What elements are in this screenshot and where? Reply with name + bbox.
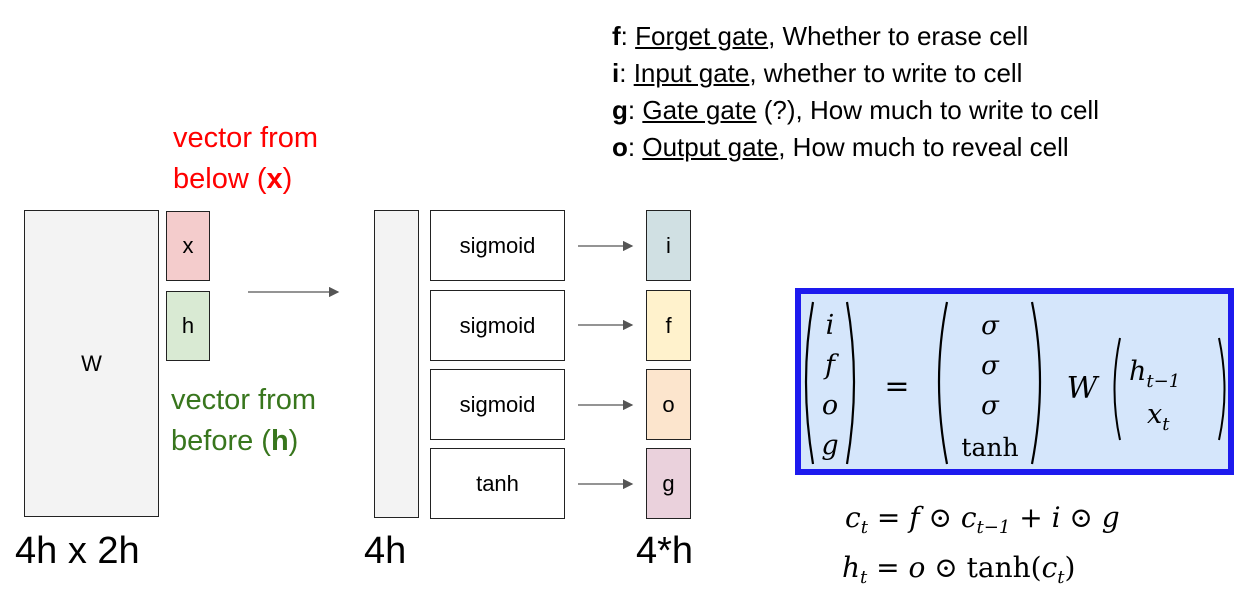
rhs-sigma-2: σ (981, 351, 1000, 381)
gate-box-i: i (646, 210, 691, 281)
activation-box: sigmoid (430, 369, 565, 440)
input-x-box: x (166, 211, 210, 281)
matrix-dims: 4h x 2h (15, 530, 140, 572)
output-dims: 4*h (636, 530, 694, 572)
lstm-equation: i f o g = σ σ σ tanh W ht−1 xt (804, 301, 1226, 465)
vector-x-label: vector from below (x) (173, 122, 319, 195)
lhs-o: o (822, 390, 838, 421)
gate-item-i: i: Input gate, whether to write to cell (612, 58, 1023, 88)
vector-h-label: vector from before (h) (171, 384, 317, 457)
lhs-f: f (823, 350, 839, 381)
lhs-i: i (826, 310, 835, 341)
hidden-vector (374, 210, 419, 518)
lstm-equation-box (795, 288, 1234, 475)
eq-sign: = (884, 369, 909, 404)
input-h-box: h (166, 291, 210, 361)
gate-item-o: o: Output gate, How much to reveal cell (612, 132, 1069, 162)
cell-equations: ct = f ⊙ ct−1 + i ⊙ g ht = o ⊙ tanh(ct) (842, 501, 1120, 588)
gate-box-g: g (646, 448, 691, 519)
eq-W: W (1067, 371, 1100, 406)
activation-box: sigmoid (430, 210, 565, 281)
gate-box-o: o (646, 369, 691, 440)
rhs-tanh: tanh (961, 433, 1018, 462)
cell-state-eq: ct = f ⊙ ct−1 + i ⊙ g (845, 501, 1120, 538)
weight-matrix: W (24, 210, 159, 517)
gate-legend: f: Forget gate, Whether to erase cell i:… (612, 18, 1099, 166)
gate-item-f: f: Forget gate, Whether to erase cell (612, 21, 1029, 51)
hidden-dims: 4h (364, 530, 407, 572)
rhs-sigma-1: σ (981, 311, 1000, 341)
vec-x: xt (1147, 399, 1170, 435)
vec-h: ht−1 (1129, 356, 1180, 392)
hidden-state-eq: ht = o ⊙ tanh(ct) (842, 551, 1075, 588)
activation-box: tanh (430, 448, 565, 519)
gate-box-f: f (646, 290, 691, 361)
activation-box: sigmoid (430, 290, 565, 361)
gate-item-g: g: Gate gate (?), How much to write to c… (612, 95, 1099, 125)
rhs-sigma-3: σ (981, 391, 1000, 421)
lhs-g: g (821, 430, 838, 461)
